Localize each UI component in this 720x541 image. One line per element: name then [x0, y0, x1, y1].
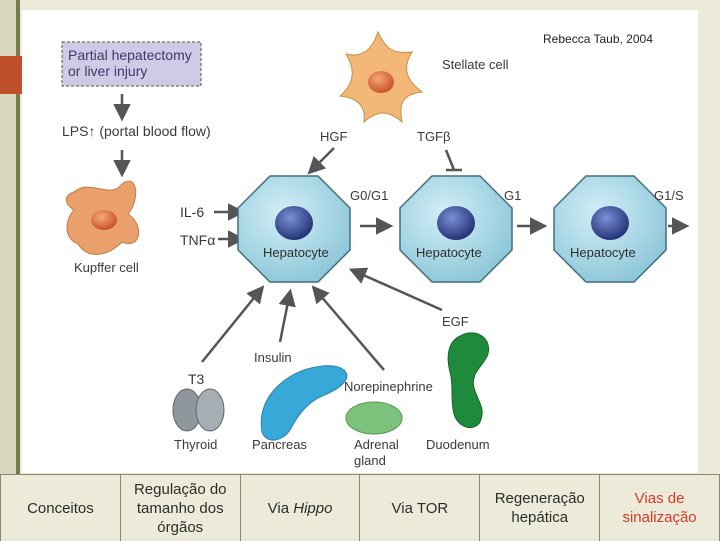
arrow-insulin: [278, 288, 296, 343]
slide-canvas: Rebecca Taub, 2004 Partial hepatectomy o…: [22, 10, 698, 473]
trigger-line-1: Partial hepatectomy: [68, 47, 192, 63]
stellate-nucleus: [368, 71, 394, 93]
nav-vias-sinalizacao[interactable]: Vias de sinalização: [600, 475, 720, 541]
nav-vias-sinalizacao-label: Vias de sinalização: [622, 490, 697, 526]
hepatocyte-3: Hepatocyte: [553, 175, 667, 283]
duodenum-shape: [447, 332, 490, 429]
lps-label: LPS↑ (portal blood flow): [62, 123, 211, 139]
pancreas-shape: [260, 365, 348, 441]
arrow-egf: [348, 267, 443, 312]
nav-conceitos[interactable]: Conceitos: [0, 475, 121, 541]
hepatocyte-2: Hepatocyte: [399, 175, 513, 283]
liver-regeneration-diagram: Rebecca Taub, 2004 Partial hepatectomy o…: [61, 30, 690, 468]
nav-via-hippo[interactable]: Via Hippo: [241, 475, 361, 541]
nav-via-tor-label: Via TOR: [391, 499, 449, 517]
arrow-norepinephrine: [311, 285, 385, 371]
trigger-box: [61, 41, 202, 87]
tgf-label: TGFβ: [417, 129, 450, 144]
credit-text: Rebecca Taub, 2004: [543, 32, 653, 46]
nav-via-hippo-label: Via Hippo: [268, 499, 333, 518]
duodenum-label: Duodenum: [426, 437, 490, 452]
adrenal-shape: [345, 401, 403, 435]
phase-label-g0g1: G0/G1: [350, 188, 388, 203]
kupffer-nucleus: [91, 210, 117, 230]
nav-via-hippo-em: Hippo: [293, 499, 333, 517]
accent-block: [0, 56, 22, 94]
hepatocyte-3-label: Hepatocyte: [570, 245, 636, 260]
nav-via-hippo-prefix: Via: [267, 499, 294, 517]
nav-via-tor[interactable]: Via TOR: [360, 475, 481, 541]
nav-regulacao[interactable]: Regulação do tamanho dos órgãos: [121, 475, 241, 541]
inhibit-tgf-line: [444, 149, 456, 171]
hepatocyte-1: Hepatocyte: [237, 175, 351, 283]
bottom-nav: Conceitos Regulação do tamanho dos órgão…: [0, 474, 720, 541]
egf-label: EGF: [442, 314, 469, 329]
left-decor-rule: [16, 0, 20, 474]
norepinephrine-label: Norepinephrine: [344, 379, 433, 394]
phase-label-g1: G1: [504, 188, 521, 203]
tnf-label: TNFα: [180, 232, 215, 248]
nav-regeneracao-label: Regeneração hepática: [494, 490, 585, 526]
hgf-label: HGF: [320, 129, 348, 144]
t3-label: T3: [188, 371, 205, 387]
pancreas-label: Pancreas: [252, 437, 307, 452]
adrenal-label-1: Adrenal: [354, 437, 399, 452]
nav-regulacao-label: Regulação do tamanho dos órgãos: [133, 480, 227, 536]
trigger-line-2: or liver injury: [68, 63, 147, 79]
hepatocyte-1-label: Hepatocyte: [263, 245, 329, 260]
insulin-label: Insulin: [254, 350, 292, 365]
adrenal-label-2: gland: [354, 453, 386, 468]
thyroid-label: Thyroid: [174, 437, 217, 452]
hepatocyte-2-label: Hepatocyte: [416, 245, 482, 260]
thyroid-shape: [172, 388, 225, 432]
il6-label: IL-6: [180, 204, 204, 220]
arrow-hgf: [307, 147, 335, 175]
phase-label-g1s: G1/S: [654, 188, 684, 203]
nav-regeneracao[interactable]: Regeneração hepática: [480, 475, 601, 541]
arrow-t3: [201, 285, 265, 363]
left-decor-strip: [0, 0, 16, 474]
nav-conceitos-label: Conceitos: [27, 499, 94, 517]
kupffer-label: Kupffer cell: [74, 260, 139, 275]
stellate-label: Stellate cell: [442, 57, 509, 72]
